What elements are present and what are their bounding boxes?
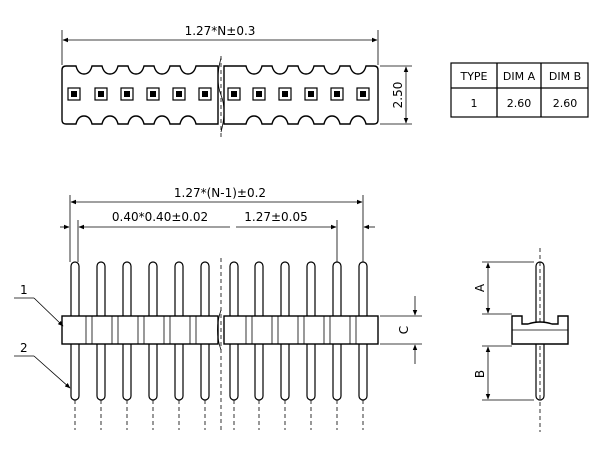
pin-centerlines (74, 400, 364, 430)
side-view: A B (473, 248, 569, 432)
front-body-ridges (85, 316, 357, 344)
pin-dim-label: 0.40*0.40±0.02 (112, 210, 208, 224)
b-label: B (473, 370, 487, 378)
table-cell-type: 1 (471, 97, 478, 110)
callout-1: 1 (20, 283, 28, 297)
front-body-left (61, 315, 219, 345)
top-pin-squares (67, 87, 370, 101)
table-header-dim-a: DIM A (503, 70, 536, 83)
top-length-dim-label: 1.27*N±0.3 (185, 24, 256, 38)
front-pins (70, 261, 368, 401)
total-dim-label: 1.27*(N-1)±0.2 (174, 186, 266, 200)
c-label: C (397, 326, 411, 334)
height-dim-label: 2.50 (391, 82, 405, 109)
table-header-dim-b: DIM B (549, 70, 581, 83)
callout-2: 2 (20, 341, 28, 355)
front-view: 1.27*(N-1)±0.2 0.40*0.40±0.02 1.27±0.05 (14, 186, 422, 432)
dimension-table: TYPE DIM A DIM B 1 2.60 2.60 (450, 62, 589, 118)
table-header-type: TYPE (459, 70, 487, 83)
a-label: A (473, 283, 487, 292)
pitch-dim-label: 1.27±0.05 (244, 210, 308, 224)
table-cell-dim-a: 2.60 (507, 97, 532, 110)
callout-2-leader (33, 355, 71, 389)
front-break-line (217, 309, 222, 351)
front-body-right (223, 315, 379, 345)
top-view: 1.27*N±0.3 2.50 (61, 24, 412, 140)
top-body-left (61, 65, 219, 125)
top-body-right (223, 65, 379, 125)
table-cell-dim-b: 2.60 (553, 97, 578, 110)
callout-1-leader (33, 297, 64, 327)
